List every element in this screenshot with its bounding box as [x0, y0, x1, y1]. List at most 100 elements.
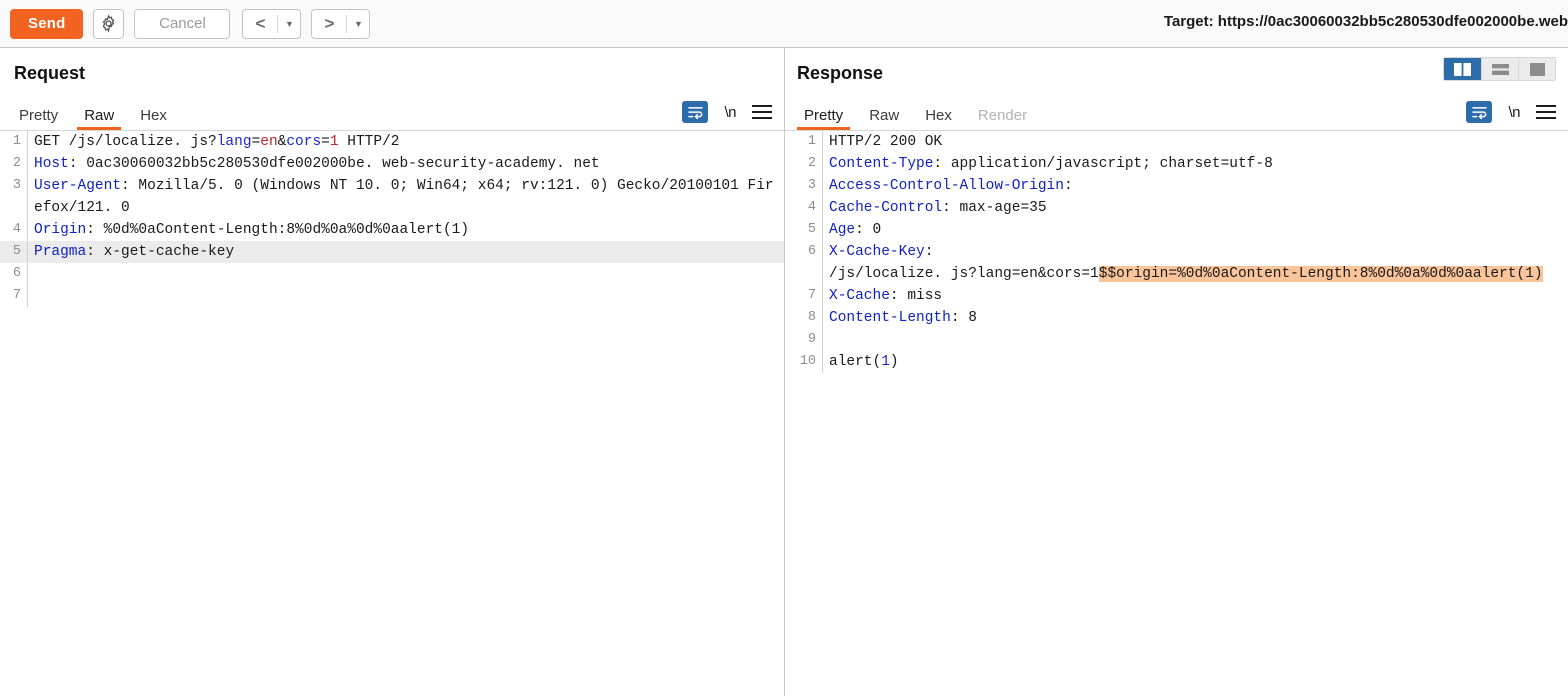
response-tabs: Pretty Raw Hex Render \n [785, 94, 1568, 130]
code-token: & [277, 134, 287, 150]
side-by-side-icon [1454, 62, 1471, 76]
line-number: 2 [785, 153, 823, 175]
request-hamburger-menu-icon[interactable] [752, 104, 772, 120]
response-show-newlines-button[interactable]: \n [1508, 103, 1520, 121]
code-token: : application/javascript; charset=utf-8 [933, 156, 1273, 172]
repeater-toolbar: Send Cancel < ▼ > ▼ Target: https://0ac3… [0, 0, 1568, 48]
chevron-right-icon[interactable]: > [324, 13, 335, 33]
request-tab-raw[interactable]: Raw [71, 108, 127, 130]
back-dropdown-caret-down-icon[interactable]: ▼ [285, 18, 294, 29]
response-title: Response [797, 63, 884, 83]
line-content[interactable]: User-Agent: Mozilla/5. 0 (Windows NT 10.… [28, 175, 784, 219]
forward-button-group[interactable]: > ▼ [311, 8, 371, 39]
request-tabs: Pretty Raw Hex \n [0, 94, 784, 130]
line-content[interactable]: Host: 0ac30060032bb5c280530dfe002000be. … [28, 153, 784, 175]
forward-dropdown-caret-down-icon[interactable]: ▼ [354, 18, 363, 29]
line-content[interactable]: Pragma: x-get-cache-key [28, 241, 784, 263]
word-wrap-icon [688, 106, 703, 119]
code-token: Access-Control-Allow-Origin [829, 178, 1064, 194]
line-number: 1 [785, 131, 823, 153]
code-token: HTTP/2 [338, 134, 400, 150]
line-number: 4 [785, 197, 823, 219]
response-word-wrap-button[interactable] [1466, 101, 1493, 123]
cancel-button[interactable]: Cancel [134, 8, 231, 39]
editor-line[interactable]: 6 [0, 263, 784, 285]
send-button[interactable]: Send [10, 8, 84, 39]
layout-side-by-side-button[interactable] [1444, 58, 1481, 80]
code-token: Origin [34, 222, 87, 238]
code-token: : [1063, 178, 1073, 194]
line-number: 5 [0, 241, 28, 263]
line-number: 1 [0, 131, 28, 153]
code-token: Content-Length [829, 310, 951, 326]
response-tab-raw[interactable]: Raw [869, 107, 900, 124]
code-token: : 0 [855, 222, 882, 238]
code-token: = [321, 134, 330, 150]
response-tab-hex[interactable]: Hex [925, 107, 952, 124]
line-content[interactable] [28, 285, 784, 307]
editor-line[interactable]: 9 [785, 329, 1568, 351]
request-tools: \n [682, 101, 772, 123]
line-content[interactable]: GET /js/localize. js?lang=en&cors=1 HTTP… [28, 131, 784, 153]
response-tab-render: Render [977, 107, 1028, 124]
editor-line[interactable]: 1 HTTP/2 200 OK [785, 131, 1568, 153]
code-token: X-Cache [829, 288, 890, 304]
line-content[interactable]: X-Cache-Key: /js/localize. js?lang=en&co… [823, 241, 1568, 285]
line-content[interactable]: X-Cache: miss [823, 285, 1568, 307]
request-show-newlines-button[interactable]: \n [724, 103, 736, 121]
line-content[interactable]: Content-Type: application/javascript; ch… [823, 153, 1568, 175]
line-number: 2 [0, 153, 28, 175]
code-token: X-Cache-Key [829, 244, 925, 260]
request-tab-pretty[interactable]: Pretty [19, 107, 59, 124]
line-number: 9 [785, 329, 823, 351]
line-number: 7 [0, 285, 28, 307]
chevron-left-icon[interactable]: < [255, 13, 266, 33]
line-number: 10 [785, 351, 823, 373]
code-token: lang [216, 134, 252, 150]
line-content[interactable] [28, 263, 784, 285]
line-content[interactable]: Cache-Control: max-age=35 [823, 197, 1568, 219]
editor-line[interactable]: 7 [0, 285, 784, 307]
line-number: 8 [785, 307, 823, 329]
code-token: : /js/localize. js?lang=en&cors=1 [829, 244, 1099, 282]
line-content[interactable]: alert(1) [823, 351, 1568, 373]
back-button-group[interactable]: < ▼ [242, 8, 302, 39]
line-content[interactable]: HTTP/2 200 OK [823, 131, 1568, 153]
layout-toggle-group[interactable] [1443, 57, 1556, 81]
divider [277, 14, 279, 33]
settings-button[interactable] [93, 8, 125, 39]
response-hamburger-menu-icon[interactable] [1536, 104, 1556, 120]
line-content[interactable]: Access-Control-Allow-Origin: [823, 175, 1568, 197]
line-content[interactable]: Origin: %0d%0aContent-Length:8%0d%0a%0d%… [28, 219, 784, 241]
code-token: HTTP/2 200 OK [829, 134, 943, 150]
code-token: = [251, 134, 261, 150]
request-word-wrap-button[interactable] [682, 101, 709, 123]
code-token: : %0d%0aContent-Length:8%0d%0a%0d%0aaler… [86, 222, 470, 238]
line-content[interactable] [823, 329, 1568, 351]
code-token: Age [829, 222, 856, 238]
line-content[interactable]: Age: 0 [823, 219, 1568, 241]
target-url-label: Target: https://0ac30060032bb5c280530dfe… [1163, 13, 1568, 30]
response-tab-pretty[interactable]: Pretty [791, 108, 856, 130]
request-tab-hex[interactable]: Hex [140, 107, 167, 124]
layout-stacked-button[interactable] [1481, 58, 1518, 80]
code-token: : 8 [950, 310, 977, 326]
layout-single-button[interactable] [1518, 58, 1555, 80]
line-content[interactable]: Content-Length: 8 [823, 307, 1568, 329]
